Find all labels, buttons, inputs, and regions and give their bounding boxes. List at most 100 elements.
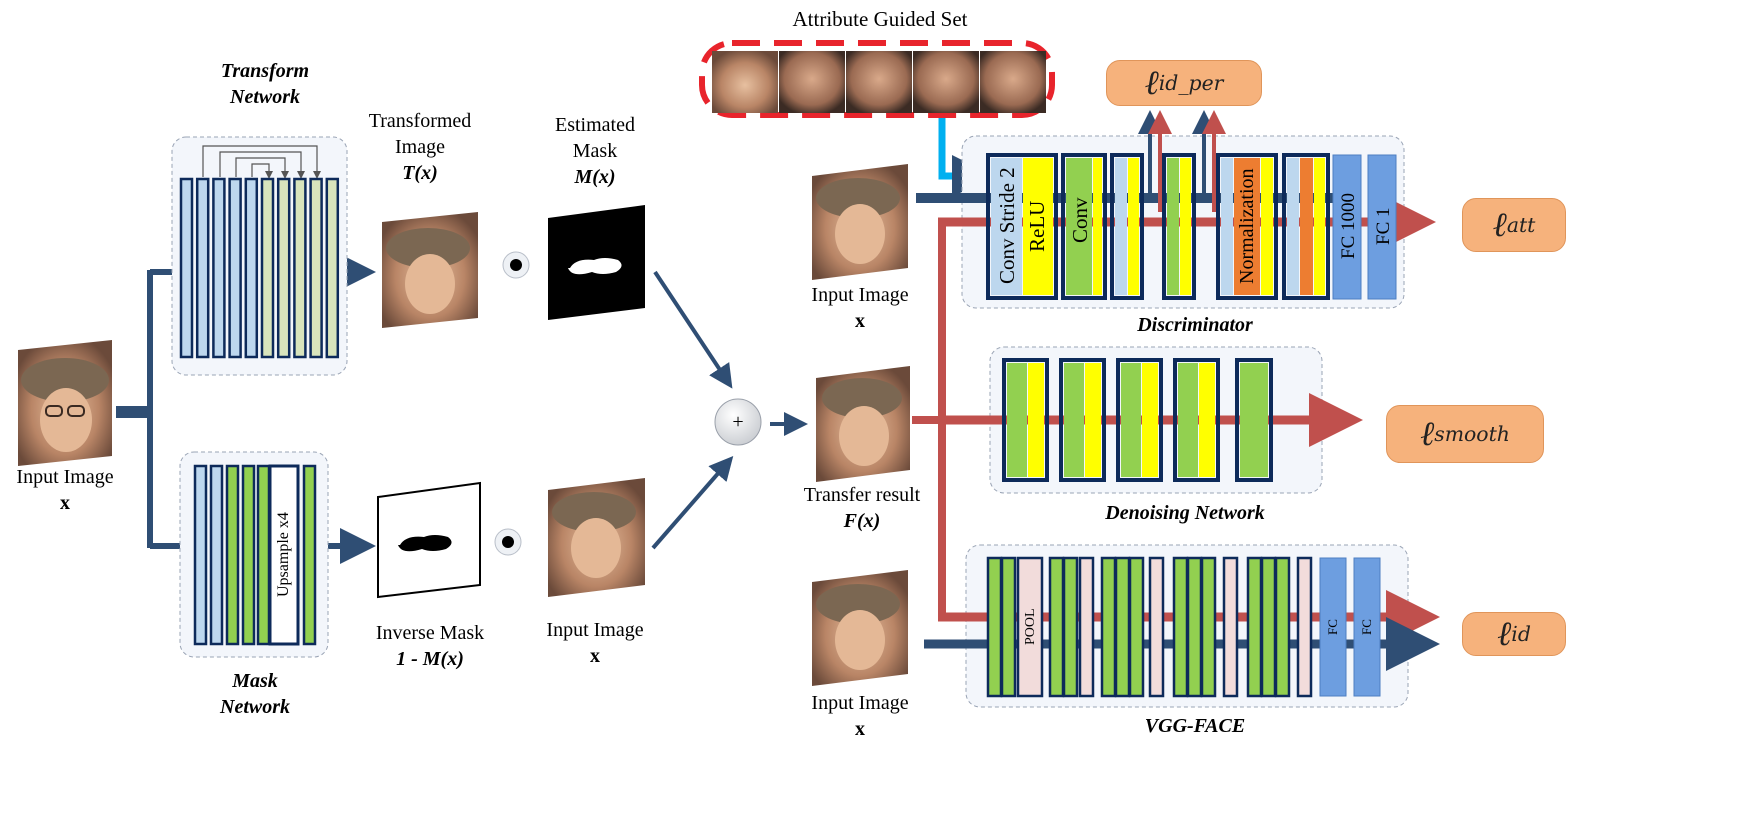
input-image-middle — [548, 478, 645, 597]
disc-normalization — [1234, 158, 1260, 295]
upsample-layer — [268, 464, 300, 646]
denoise-conv-last — [1240, 363, 1268, 477]
vgg-conv — [1200, 556, 1217, 698]
fc-label-2: FC — [1359, 619, 1374, 635]
vgg-fc — [1319, 557, 1347, 697]
denoise-block-last — [1235, 358, 1273, 482]
attribute-guided-set — [699, 40, 1055, 118]
normalization-label: Normalization — [1236, 168, 1258, 284]
disc-relu-5 — [1261, 158, 1273, 295]
disc-block-5 — [1216, 153, 1278, 300]
denoise-relu — [1028, 363, 1044, 477]
transfer-result-image — [816, 366, 910, 482]
vgg-conv — [1246, 556, 1263, 698]
mask-layer — [193, 464, 208, 646]
vgg-conv — [1100, 556, 1117, 698]
denoise-conv — [1178, 363, 1198, 477]
disc-block-1 — [986, 153, 1058, 300]
plus-operator — [714, 398, 762, 446]
disc-relu-6 — [1314, 158, 1325, 295]
vgg-conv — [986, 556, 1003, 698]
mask-layer — [256, 464, 271, 646]
mask-layer — [241, 464, 256, 646]
merge-arrows — [651, 270, 808, 550]
disc-block-4 — [1162, 153, 1196, 300]
upsample-label: Upsample x4 — [275, 512, 292, 598]
disc-conv-3 — [1115, 158, 1127, 295]
denoising-network-label: Denoising Network — [1105, 502, 1265, 524]
denoise-block — [1002, 358, 1049, 482]
denoise-relu — [1199, 363, 1215, 477]
fc1000-label: FC 1000 — [1338, 193, 1359, 259]
vgg-conv — [1186, 556, 1203, 698]
transform-layer — [212, 177, 226, 359]
transform-layer — [260, 177, 275, 359]
mask-layer — [302, 464, 317, 646]
discriminator-layers — [986, 153, 1397, 300]
elementwise-product-top — [502, 251, 530, 279]
transform-layer — [244, 177, 259, 359]
denoise-conv — [1121, 363, 1141, 477]
vgg-face-layers — [986, 556, 1381, 698]
fc1-label: FC 1 — [1373, 207, 1394, 245]
transform-layer — [179, 177, 194, 359]
vgg-conv — [1114, 556, 1131, 698]
disc-relu — [1023, 158, 1053, 295]
input-image-top-right — [812, 164, 908, 280]
disc-block-6 — [1282, 153, 1330, 300]
transform-layer — [228, 177, 242, 359]
vgg-face-label: VGG-FACE — [1144, 715, 1246, 737]
denoise-relu — [1085, 363, 1101, 477]
denoise-conv — [1007, 363, 1027, 477]
conv-stride2-label: Conv Stride 2 — [995, 167, 1019, 285]
disc-conv — [1066, 158, 1092, 295]
disc-fc1000 — [1332, 154, 1362, 300]
disc-conv-6 — [1287, 158, 1299, 295]
disc-conv-5 — [1221, 158, 1233, 295]
vgg-fc — [1353, 557, 1381, 697]
transformed-image — [382, 212, 478, 328]
disc-relu-3 — [1128, 158, 1139, 295]
plus-sign: + — [732, 411, 744, 433]
vgg-conv — [1172, 556, 1189, 698]
transform-layer — [325, 177, 340, 359]
mask-layer — [209, 464, 224, 646]
denoise-conv — [1064, 363, 1084, 477]
disc-conv-stride2 — [991, 158, 1022, 295]
vgg-conv — [1000, 556, 1017, 698]
inverse-mask-image — [377, 481, 481, 599]
attribute-guided-set-label: Attribute Guided Set — [792, 7, 968, 31]
vgg-conv — [1062, 556, 1079, 698]
vgg-pool — [1016, 556, 1044, 698]
vgg-pool — [1078, 556, 1095, 698]
vgg-conv — [1274, 556, 1291, 698]
disc-block-2 — [1061, 153, 1107, 300]
denoise-block — [1059, 358, 1106, 482]
conv-label: Conv — [1068, 197, 1092, 243]
transform-layer — [293, 177, 307, 359]
vgg-pool — [1148, 556, 1165, 698]
disc-fc1 — [1367, 154, 1397, 300]
vgg-pool — [1222, 556, 1239, 698]
disc-conv-4 — [1167, 158, 1179, 295]
disc-block-3 — [1110, 153, 1144, 300]
transform-layer — [276, 177, 291, 359]
transform-network-layers — [179, 177, 340, 359]
id-per-arrows — [1138, 110, 1226, 212]
discriminator-label: Discriminator — [1137, 314, 1253, 336]
pool-label: POOL — [1023, 608, 1038, 646]
